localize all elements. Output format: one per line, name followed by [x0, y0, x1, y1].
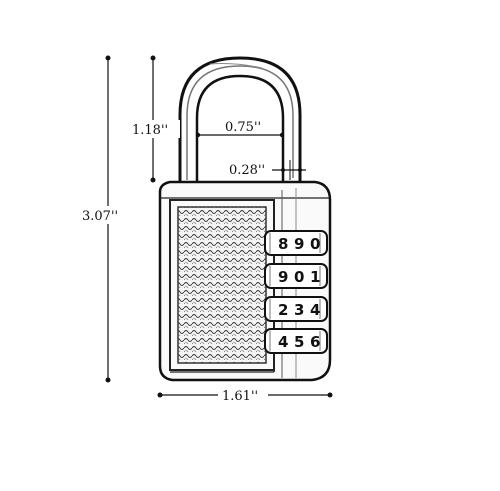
dial-2-digit-2: 0	[294, 268, 304, 286]
dial-4-digit-3: 6	[310, 333, 320, 351]
dial-3-digit-1: 2	[278, 301, 288, 319]
knurled-panel	[177, 206, 267, 364]
dial-3-digit-3: 4	[310, 301, 320, 319]
total-height-label: 3.07''	[82, 209, 118, 224]
dial-4[interactable]: 4 5 6	[264, 328, 328, 354]
dial-2-digit-1: 9	[278, 268, 288, 286]
body-width-label: 1.61''	[222, 389, 258, 404]
total-height-dimension: 3.07''	[78, 55, 138, 383]
shackle-width-dimension: 0.75''	[195, 118, 285, 138]
shackle-height-dimension: 1.18''	[128, 55, 180, 183]
dial-1-digit-3: 0	[310, 235, 320, 253]
dial-2-digit-3: 1	[310, 268, 320, 286]
dial-1[interactable]: 8 9 0	[264, 230, 328, 256]
dial-4-digit-1: 4	[278, 333, 288, 351]
dial-1-digit-2: 9	[294, 235, 304, 253]
combination-dials[interactable]: 8 9 0 9 0 1 2 3 4 4 5 6	[264, 230, 328, 354]
shackle-height-label: 1.18''	[132, 123, 168, 138]
dial-3[interactable]: 2 3 4	[264, 296, 328, 322]
body-width-dimension: 1.61''	[157, 386, 333, 404]
dial-3-digit-2: 3	[294, 301, 304, 319]
shackle	[178, 56, 302, 190]
dial-2[interactable]: 9 0 1	[264, 263, 328, 289]
dial-1-digit-1: 8	[278, 235, 288, 253]
dial-4-digit-2: 5	[294, 333, 304, 351]
shackle-thickness-dimension: 0.28''	[226, 160, 306, 180]
shackle-thickness-label: 0.28''	[229, 163, 265, 178]
shackle-width-label: 0.75''	[225, 120, 261, 135]
